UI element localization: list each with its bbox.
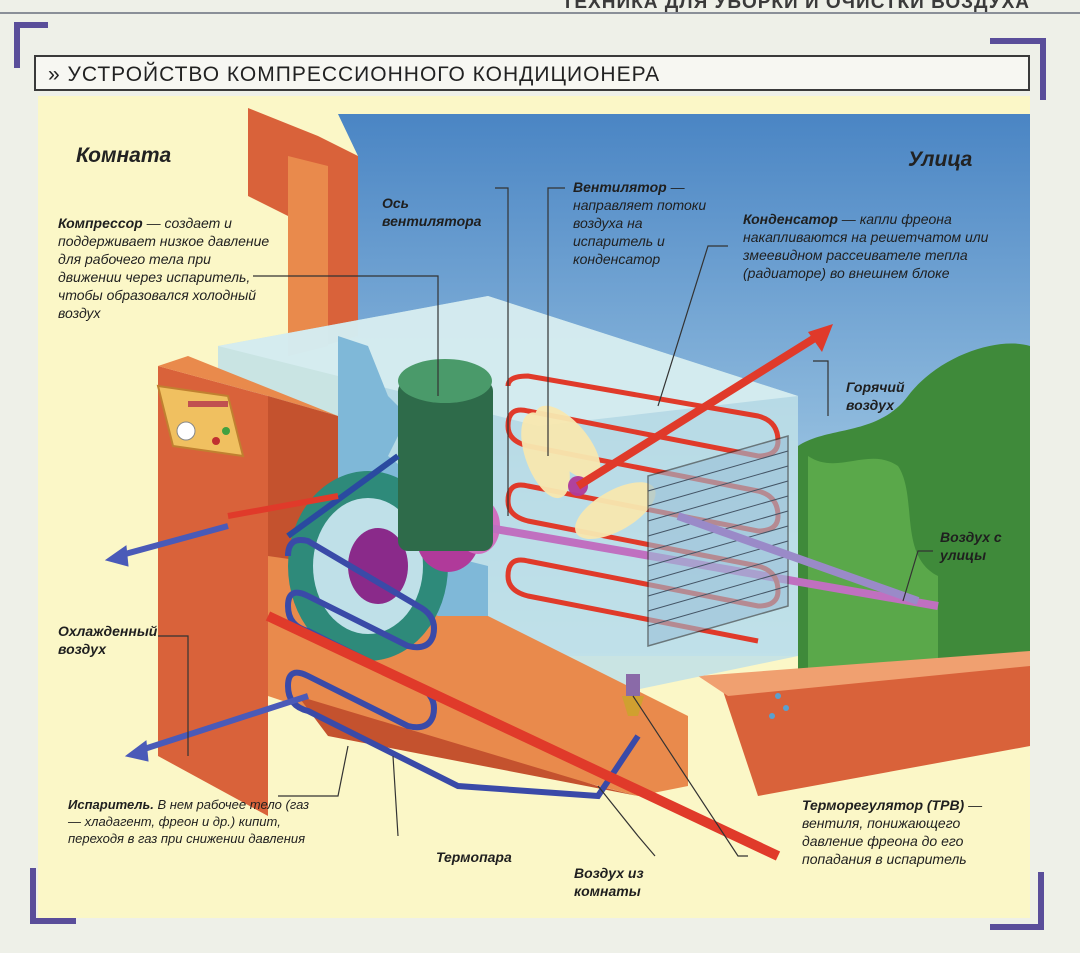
wall-column-face xyxy=(288,156,328,356)
hot-pipe-2 xyxy=(227,493,339,519)
hot-pipe xyxy=(265,611,781,861)
cold-air-arrow-icon xyxy=(104,523,309,762)
cooled-air-label: Охлажденный воздух xyxy=(58,623,158,657)
indoor-housing xyxy=(158,366,268,816)
title-marker: » xyxy=(48,63,61,86)
outside-air-arrow xyxy=(676,512,920,605)
control-panel-icon xyxy=(156,384,245,458)
water-drip xyxy=(769,693,789,719)
title-box: » УСТРОЙСТВО КОМПРЕССИОННОГО КОНДИЦИОНЕР… xyxy=(34,55,1030,91)
thermocouple-label: Термопара xyxy=(436,849,512,865)
compressor xyxy=(286,359,493,551)
title-label: УСТРОЙСТВО КОМПРЕССИОННОГО КОНДИЦИОНЕРА xyxy=(67,63,661,86)
page-header: ТЕХНИКА ДЛЯ УБОРКИ И ОЧИСТКИ ВОЗДУХА xyxy=(561,0,1030,12)
compressor-label: Компрессор — создает и поддерживает низк… xyxy=(58,215,270,321)
frame-corner-tl xyxy=(14,22,48,68)
thermostat-valve xyxy=(622,674,644,716)
ground-ledge-top xyxy=(698,651,1030,696)
diagram-area: Комната Улица Ось вентилятора Компрессор… xyxy=(38,96,1030,918)
room-label: Комната xyxy=(76,144,172,167)
fan-label: Вентилятор — направляет потоки воздуха н… xyxy=(573,179,707,267)
evaporator-label: Испаритель. В нем рабочее тело (газ — хл… xyxy=(68,797,310,846)
header-rule xyxy=(0,12,1080,14)
frame-corner-br xyxy=(990,872,1044,930)
callout-lines xyxy=(158,187,933,857)
indoor-housing-top xyxy=(158,356,338,416)
outside-air-label: Воздух с улицы xyxy=(940,529,1002,563)
diagram-scene xyxy=(38,96,1030,861)
fan-blade-icon xyxy=(521,405,656,540)
frame-corner-tr xyxy=(990,38,1046,100)
frame-corner-bl xyxy=(30,868,76,924)
hot-air-label: Горячий воздух xyxy=(846,379,905,413)
ground-ledge xyxy=(718,656,1030,796)
hot-air-arrow-icon xyxy=(575,324,833,490)
condenser-grille xyxy=(647,435,789,647)
fan-axis-label: Ось вентилятора xyxy=(382,195,482,229)
street-label: Улица xyxy=(908,148,973,171)
room-air-label: Воздух из комнаты xyxy=(574,865,644,899)
condenser-label: Конденсатор — капли фреона накапливаются… xyxy=(743,211,989,281)
page-title: » УСТРОЙСТВО КОМПРЕССИОННОГО КОНДИЦИОНЕР… xyxy=(48,63,660,87)
thermostat-label: Терморегулятор (ТРВ) — вентиля, понижающ… xyxy=(802,797,983,867)
blower-wheel xyxy=(288,471,448,661)
